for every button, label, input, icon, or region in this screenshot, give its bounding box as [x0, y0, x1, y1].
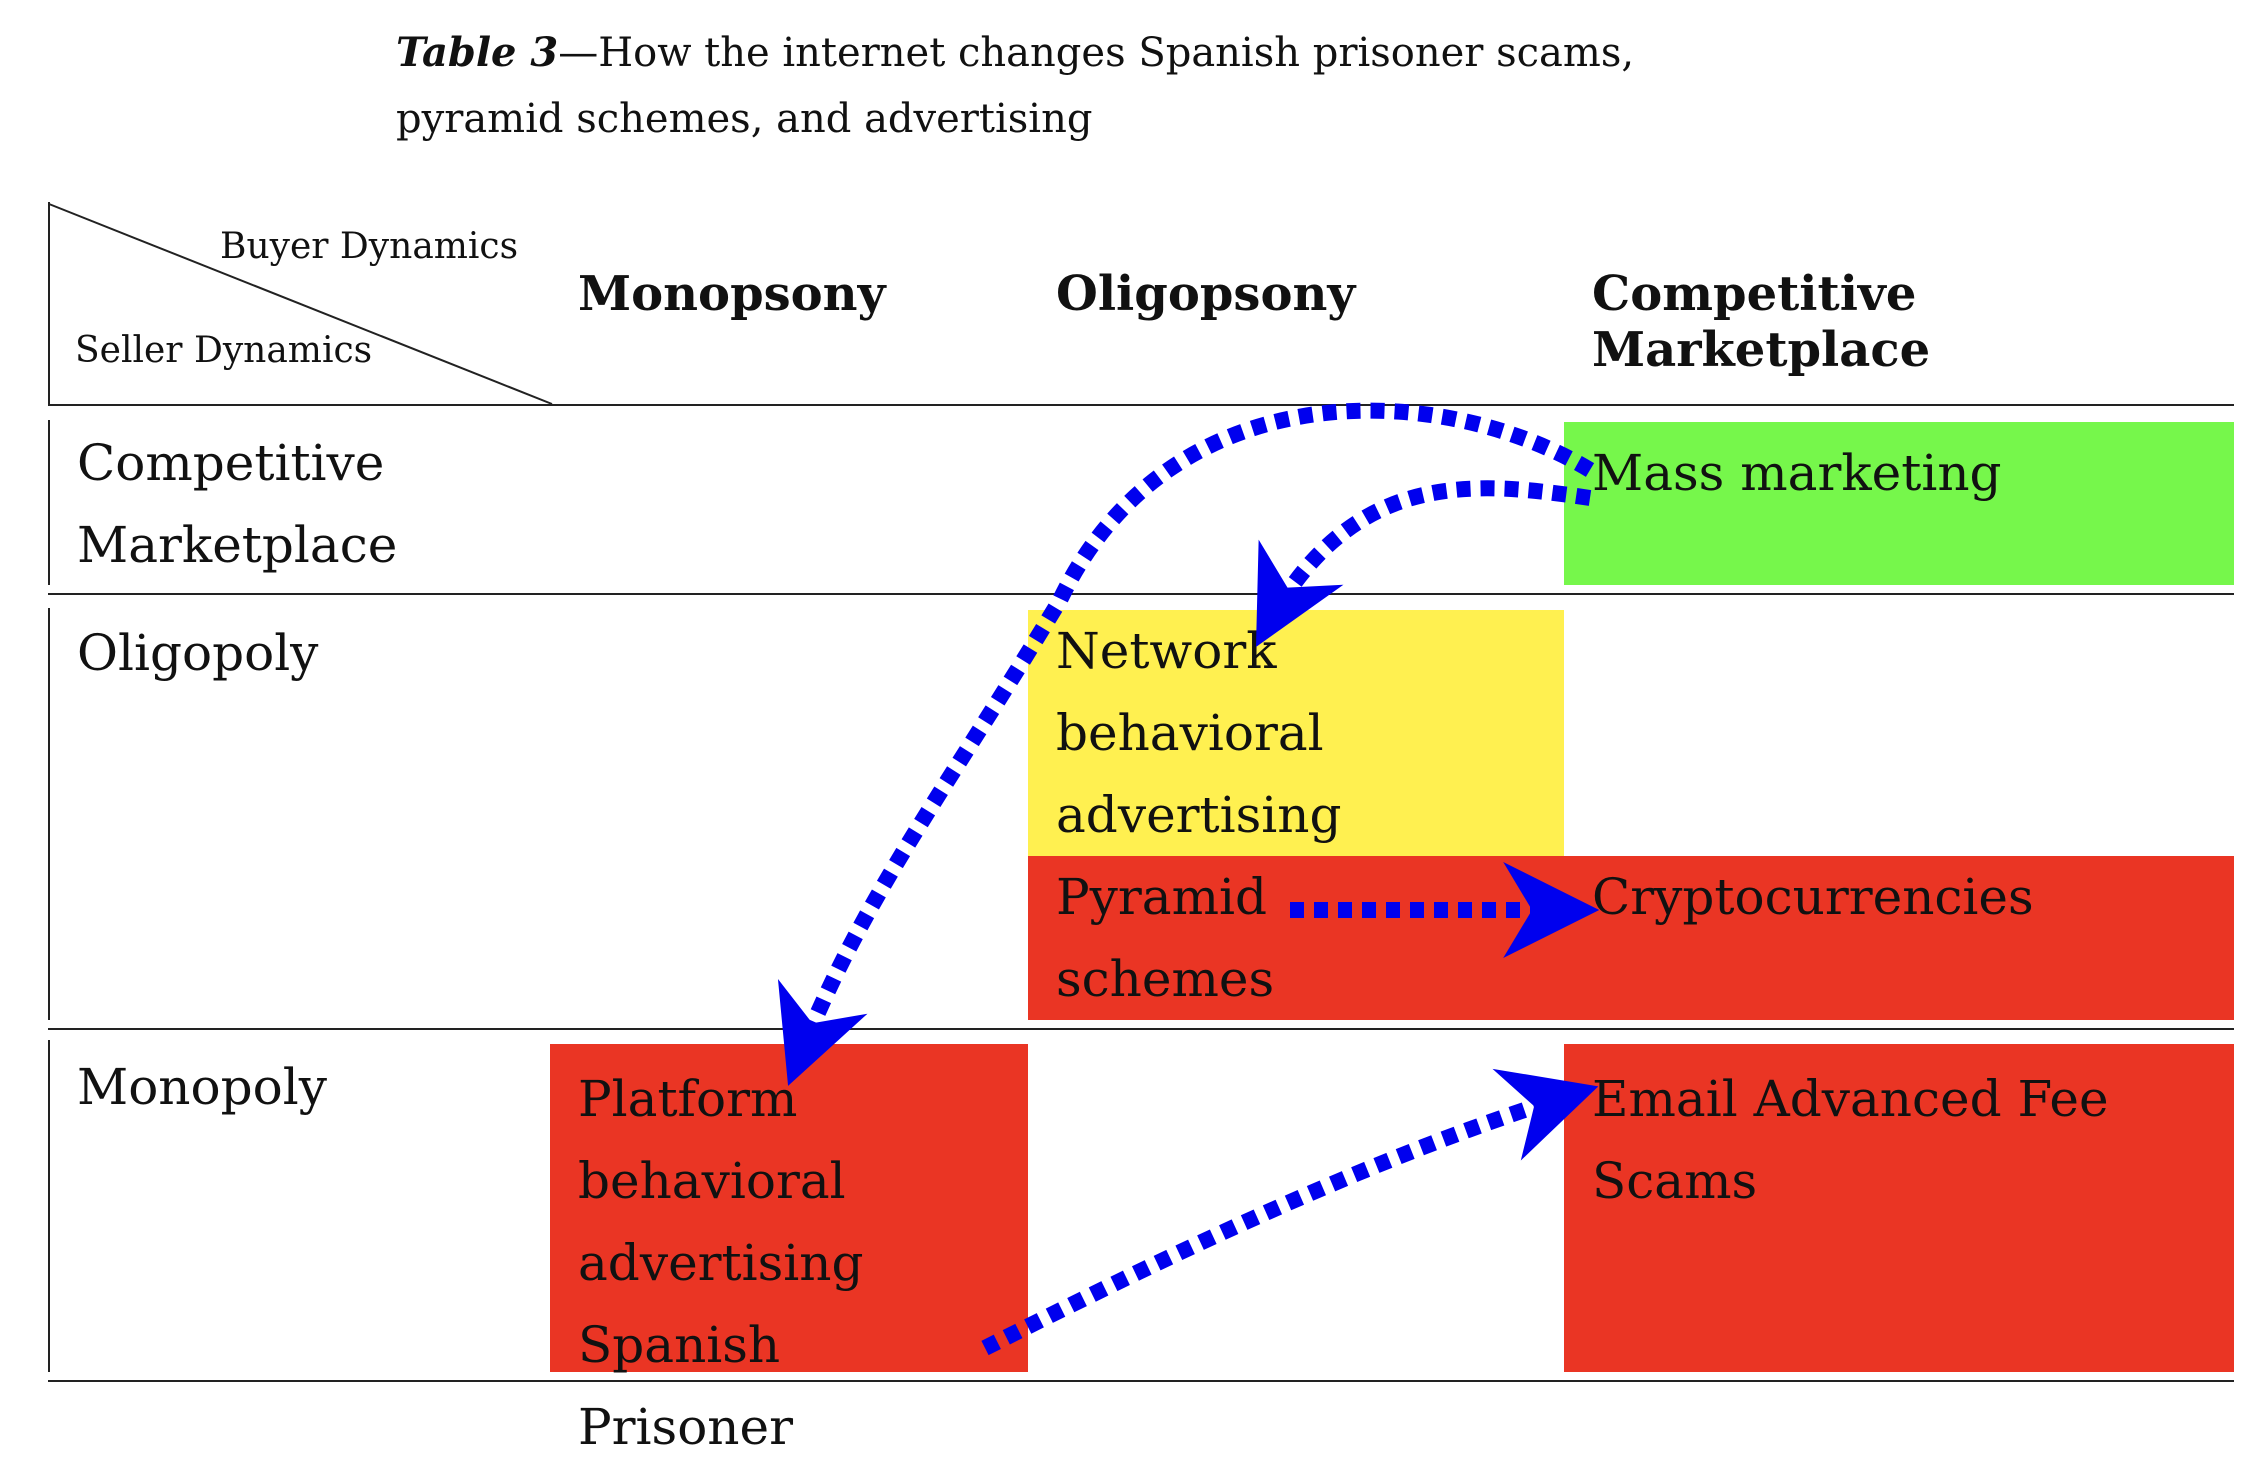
row2-left-border — [48, 608, 50, 1020]
row-header-line: Competitive — [77, 434, 385, 492]
caption-text: How the internet changes Spanish prisone… — [396, 30, 1635, 142]
cell-mass-marketing: Mass marketing — [1564, 422, 2234, 585]
caption-separator: — — [558, 30, 599, 76]
row-header-oligopoly: Oligopoly — [77, 612, 318, 694]
arrows-overlay — [777, 402, 1600, 1356]
table-caption: Table 3—How the internet changes Spanish… — [396, 20, 1636, 152]
row-header-line: Monopoly — [77, 1058, 327, 1116]
arrow-mass-to-platform — [777, 402, 1595, 1086]
row-header-line: Oligopoly — [77, 624, 319, 682]
cell-cryptocurrencies: Cryptocurrencies — [1564, 856, 2234, 1020]
row-header-competitive-marketplace: Competitive Marketplace — [77, 422, 397, 586]
column-header-competitive-marketplace: Competitive Marketplace — [1592, 266, 1931, 378]
cell-text-line: schemes — [1056, 950, 1275, 1008]
row1-left-border — [48, 420, 50, 585]
cell-text-line: behavioral — [578, 1152, 846, 1210]
header-bottom-rule — [48, 404, 2234, 406]
row3-left-border — [48, 1040, 50, 1372]
cell-pyramid-schemes: Pyramid schemes — [1028, 856, 1564, 1020]
row2-bottom-rule — [48, 1028, 2234, 1030]
cell-text-line: Scams — [1592, 1152, 1758, 1210]
corner-diagonal — [48, 203, 553, 405]
corner-buyer-dynamics: Buyer Dynamics — [220, 226, 519, 267]
cell-text-line: Network — [1056, 622, 1277, 680]
cell-email-advanced-fee-scams: Email Advanced Fee Scams — [1564, 1044, 2234, 1372]
column-header-oligopsony: Oligopsony — [1056, 266, 1356, 322]
row-header-line: Marketplace — [77, 516, 398, 574]
row1-bottom-rule — [48, 593, 2234, 595]
arrow-mass-to-network — [1255, 480, 1592, 647]
cell-text: Cryptocurrencies — [1592, 868, 2034, 926]
column-header-monopsony: Monopsony — [578, 266, 886, 322]
cell-text-line: Email Advanced Fee — [1592, 1070, 2109, 1128]
header-left-border — [48, 202, 50, 404]
cell-network-behavioral-advertising: Network behavioral advertising — [1028, 610, 1564, 856]
cell-text-line: behavioral — [1056, 704, 1324, 762]
corner-seller-dynamics: Seller Dynamics — [75, 330, 373, 371]
cell-text-line: advertising — [1056, 786, 1342, 844]
cell-text: Mass marketing — [1592, 444, 2002, 502]
caption-label: Table 3 — [396, 29, 559, 76]
arrow-spanish-prisoner-to-email — [981, 1068, 1599, 1356]
table-bottom-rule — [48, 1380, 2234, 1382]
cell-text-line: Platform — [578, 1070, 798, 1128]
cell-text-line: Pyramid — [1056, 868, 1268, 926]
cell-text-line: advertising — [578, 1234, 864, 1292]
row-header-monopoly: Monopoly — [77, 1046, 327, 1128]
